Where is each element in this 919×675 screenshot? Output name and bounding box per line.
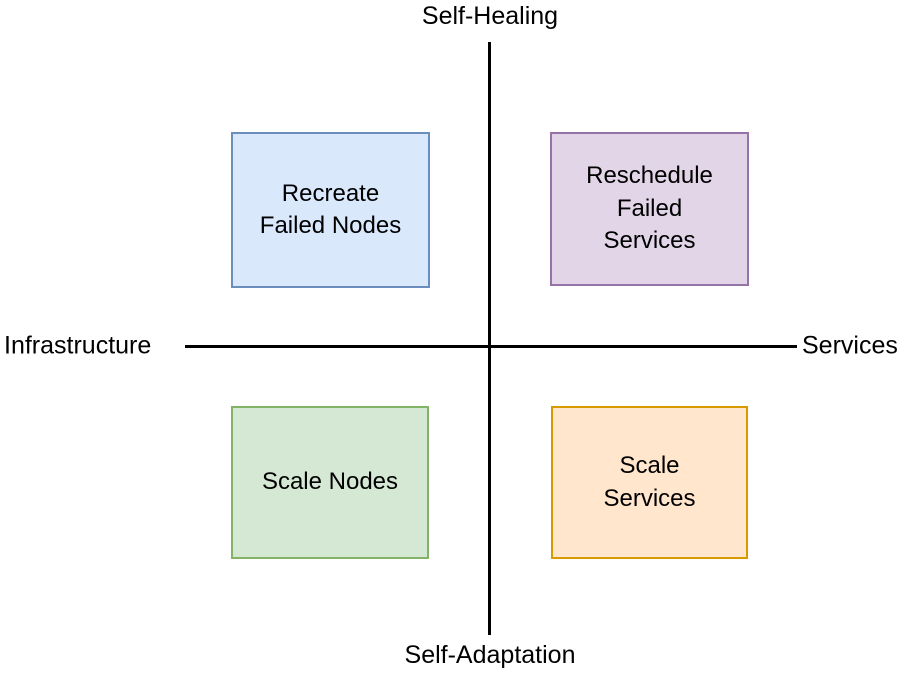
quadrant-box-label: Recreate Failed Nodes [259,179,402,239]
axis-label-self-adaptation: Self-Adaptation [404,641,576,669]
quadrant-box-scale-services: Scale Services [551,406,748,559]
axis-label-self-healing: Self-Healing [421,2,559,30]
quadrant-box-label: Scale Nodes [261,468,399,496]
quadrant-box-reschedule-failed-services: Reschedule Failed Services [550,132,749,286]
axis-label-services: Services [802,331,898,360]
horizontal-axis-line [185,345,797,348]
quadrant-box-recreate-failed-nodes: Recreate Failed Nodes [231,132,430,288]
quadrant-box-scale-nodes: Scale Nodes [231,406,429,559]
axis-label-infrastructure: Infrastructure [4,331,152,360]
vertical-axis-line [488,42,491,635]
quadrant-box-label: Reschedule Failed Services [586,162,713,255]
quadrant-box-label: Scale Services [603,452,696,512]
